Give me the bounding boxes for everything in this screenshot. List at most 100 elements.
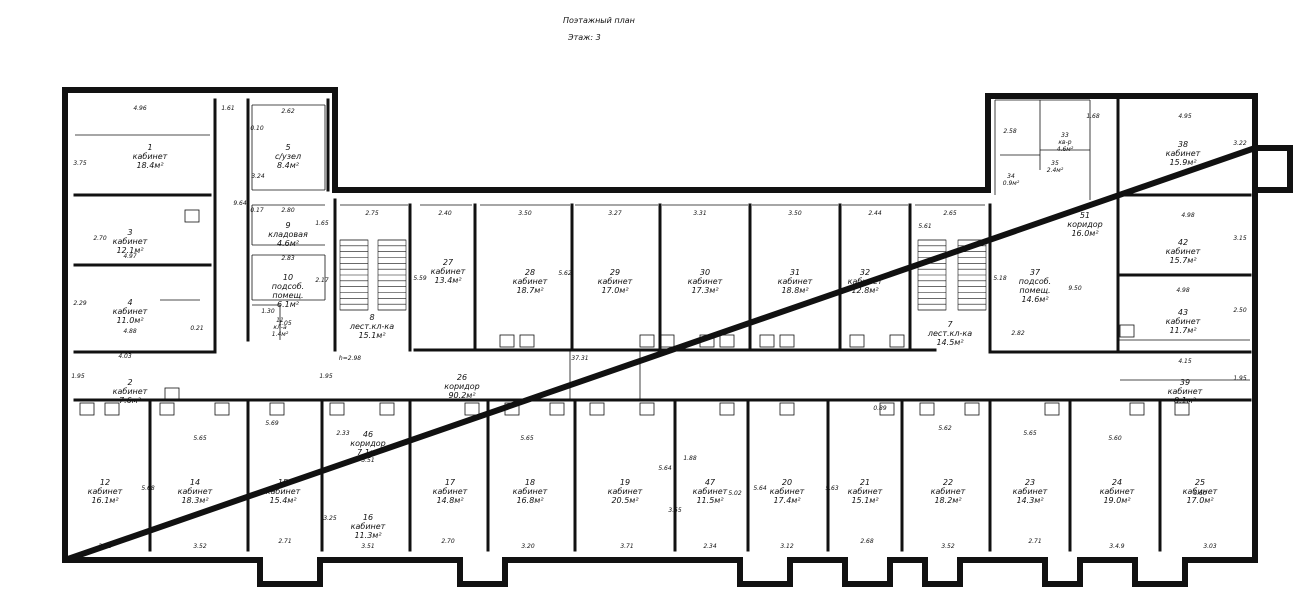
dimension-label: 2.40 (438, 210, 452, 217)
dimension-label: 0.17 (250, 207, 264, 214)
room-22-number: 22 (943, 478, 953, 487)
room-26-number: 26 (457, 373, 467, 382)
stair-flight (917, 239, 947, 311)
room-39-area: 8.1м² (1174, 396, 1197, 405)
room-12-name: кабинет (88, 487, 123, 496)
dimension-label: 0.89 (873, 405, 887, 412)
fixture-box (919, 402, 935, 416)
room-17-number: 17 (445, 478, 456, 487)
room-37-number: 37 (1030, 268, 1041, 277)
outer-wall (64, 143, 1258, 587)
room-9-name: кладовая (268, 230, 308, 239)
dimension-label: 3.52 (193, 543, 207, 550)
room-28-number: 28 (525, 268, 535, 277)
fixture-box (1174, 402, 1190, 416)
dimension-label: 1.95 (71, 373, 85, 380)
dimension-label: 1.65 (315, 220, 329, 227)
fixture-box (589, 402, 605, 416)
dimension-label: 2.29 (73, 300, 87, 307)
room-23-number: 23 (1025, 478, 1035, 487)
room-51-number: 51 (1080, 211, 1090, 220)
room-19-area: 20.5м² (611, 496, 639, 505)
dimension-label: 9.64 (233, 200, 247, 207)
dimension-label: 2.75 (365, 210, 379, 217)
room-12-area: 16.1м² (91, 496, 119, 505)
dimension-label: 1.68 (1086, 113, 1100, 120)
room-21-area: 15.1м² (851, 496, 879, 505)
room-27-number: 27 (443, 258, 454, 267)
fixture-box (214, 402, 230, 416)
stair-flight (377, 239, 407, 311)
dimension-label: 5.68 (141, 485, 155, 492)
room-15-area: 15.4м² (269, 496, 297, 505)
room-9-number: 9 (285, 221, 290, 230)
room-label-35: 352.4м² (1047, 160, 1064, 174)
dimension-label: 9.50 (1068, 285, 1082, 292)
room-30-area: 17.3м² (691, 286, 719, 295)
room-26-name: коридор (444, 382, 480, 391)
room-10-area: 6.1м² (277, 300, 300, 309)
room-label-34: 340.9м² (1003, 173, 1020, 187)
room-16-name: кабинет (351, 522, 386, 531)
dimension-label: 2.33 (336, 430, 350, 437)
room-47-name: кабинет (693, 487, 728, 496)
dimension-label: 5.18 (993, 275, 1007, 282)
dimension-label: 5.62 (938, 425, 952, 432)
dimension-label: 4.98 (1176, 287, 1190, 294)
room-21-number: 21 (860, 478, 870, 487)
dimension-label: 3.71 (620, 543, 633, 550)
dimension-label: 3.22 (1233, 140, 1247, 147)
room-22-name: кабинет (931, 487, 966, 496)
room-25-number: 25 (1195, 478, 1205, 487)
fixture-box (379, 402, 395, 416)
fixture-box (719, 402, 735, 416)
dimension-label: 3.25 (323, 515, 337, 522)
room-1-area: 18.4м² (136, 161, 164, 170)
dimension-label: 5.65 (520, 435, 534, 442)
room-47-number: 47 (705, 478, 716, 487)
room-43-number: 43 (1178, 308, 1188, 317)
room-9-area: 4.6м² (277, 239, 300, 248)
room-24-number: 24 (1112, 478, 1122, 487)
dimension-label: 3.24 (251, 173, 265, 180)
room-14-area: 18.3м² (181, 496, 209, 505)
dimension-label: 2.71 (278, 538, 291, 545)
room-20-area: 17.4м² (773, 496, 801, 505)
room-20-number: 20 (782, 478, 792, 487)
room-51-area: 16.0м² (1071, 229, 1099, 238)
room-29-name: кабинет (598, 277, 633, 286)
room-51-name: коридор (1067, 220, 1103, 229)
room-18-number: 18 (525, 478, 535, 487)
room-43-name: кабинет (1166, 317, 1201, 326)
room-17-area: 14.8м² (436, 496, 464, 505)
fixture-box (719, 334, 735, 348)
room-46-area: 7.1м² (357, 448, 380, 457)
room-47-area: 11.5м² (696, 496, 724, 505)
dimension-label: 1.30 (261, 308, 275, 315)
dimension-label: 3.15 (1233, 235, 1247, 242)
dimension-label: 3.4.9 (1109, 543, 1124, 550)
room-31-number: 31 (790, 268, 800, 277)
fixture-box (549, 402, 565, 416)
fixture-box (269, 402, 285, 416)
dimension-label: 2.70 (441, 538, 455, 545)
room-5-number: 5 (285, 143, 290, 152)
room-12-number: 12 (100, 478, 110, 487)
room-31-name: кабинет (778, 277, 813, 286)
dimension-label: 5.60 (1193, 490, 1207, 497)
dimension-label: 5.59 (413, 275, 427, 282)
room-42-name: кабинет (1166, 247, 1201, 256)
dimension-label: 5.02 (728, 490, 742, 497)
dimension-label: 3.31 (693, 210, 706, 217)
